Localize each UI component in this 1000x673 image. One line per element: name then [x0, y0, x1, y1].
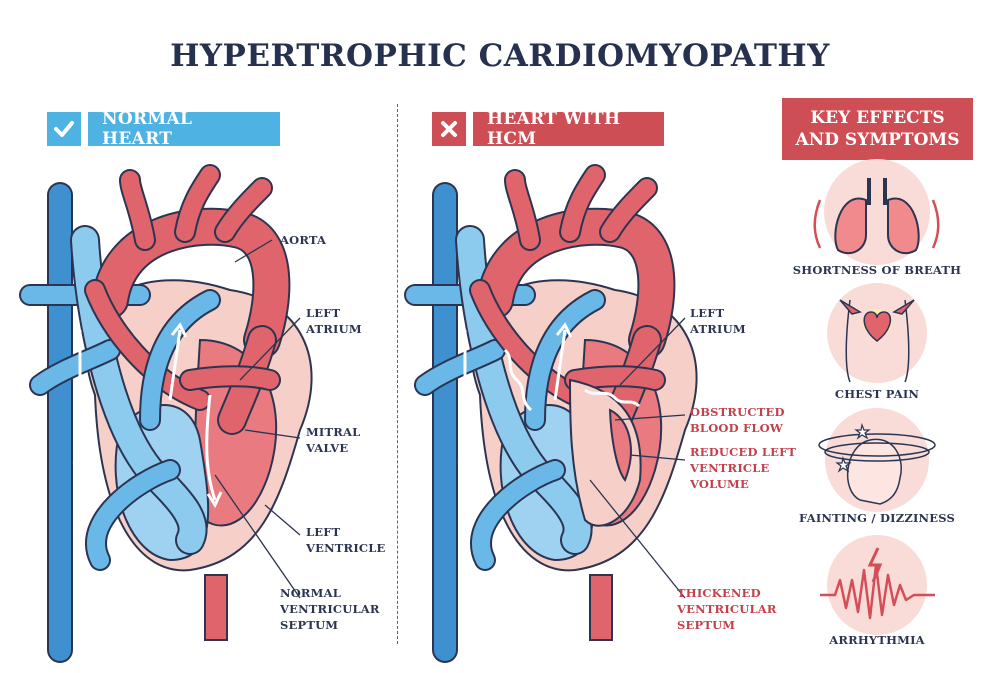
symptom-label-chest-pain: CHEST PAIN	[834, 387, 920, 401]
normal-septum-label-line3: SEPTUM	[280, 618, 339, 632]
hcm-left-atrium-label-line1: LEFT	[690, 306, 725, 320]
symptom-label-dizziness: FAINTING / DIZZINESS	[799, 511, 955, 525]
key-effects-heading-line1: KEY EFFECTS	[810, 108, 945, 128]
normal-heart-badge: NORMAL HEART	[88, 109, 280, 149]
reduced-volume-label-line1: REDUCED LEFT	[690, 445, 797, 459]
panel-divider	[397, 104, 398, 644]
symptom-label-breath: SHORTNESS OF BREATH	[792, 263, 962, 277]
normal-septum-label-line2: VENTRICULAR	[280, 602, 380, 616]
thickened-septum-label-line1: THICKENED	[677, 586, 761, 600]
key-effects-heading: KEY EFFECTS AND SYMPTOMS	[782, 98, 973, 160]
aorta-label: AORTA	[280, 233, 327, 247]
thickened-septum-label-line2: VENTRICULAR	[677, 602, 777, 616]
obstructed-flow-label: OBSTRUCTED BLOOD FLOW	[690, 404, 785, 436]
reduced-volume-label: REDUCED LEFT VENTRICLE VOLUME	[690, 444, 796, 492]
chest-pain-icon	[827, 283, 927, 383]
mitral-valve-label: MITRAL VALVE	[306, 424, 360, 456]
hcm-left-atrium-label-line2: ATRIUM	[690, 322, 746, 336]
dizziness-icon	[818, 408, 936, 512]
left-atrium-label-line2: ATRIUM	[306, 322, 362, 336]
cross-icon	[432, 112, 466, 146]
normal-septum-label-line1: NORMAL	[280, 586, 342, 600]
obstructed-flow-label-line2: BLOOD FLOW	[690, 421, 784, 435]
hcm-leader-lines	[589, 317, 686, 599]
reduced-volume-label-line3: VOLUME	[690, 477, 749, 491]
left-atrium-label: LEFT ATRIUM	[306, 305, 362, 337]
hcm-heart-diagram	[415, 175, 697, 650]
normal-septum-label: NORMAL VENTRICULAR SEPTUM	[280, 585, 380, 633]
hcm-heart-badge: HEART WITH HCM	[473, 109, 664, 149]
reduced-volume-label-line2: VENTRICLE	[690, 461, 770, 475]
left-ventricle-label-line2: VENTRICLE	[306, 541, 386, 555]
thickened-septum-label: THICKENED VENTRICULAR SEPTUM	[677, 585, 777, 633]
arrhythmia-icon	[820, 535, 935, 635]
symptom-label-arrhythmia: ARRHYTHMIA	[829, 633, 925, 647]
left-ventricle-label: LEFT VENTRICLE	[306, 524, 386, 556]
page-title: HYPERTROPHIC CARDIOMYOPATHY	[170, 38, 830, 74]
hcm-left-atrium-label: LEFT ATRIUM	[690, 305, 746, 337]
left-atrium-label-line1: LEFT	[306, 306, 341, 320]
obstructed-flow-label-line1: OBSTRUCTED	[690, 405, 785, 419]
normal-heart-diagram	[30, 175, 312, 650]
mitral-valve-label-line1: MITRAL	[306, 425, 361, 439]
check-icon	[47, 112, 81, 146]
thickened-septum-label-line3: SEPTUM	[677, 618, 736, 632]
mitral-valve-label-line2: VALVE	[306, 441, 349, 455]
left-ventricle-label-line1: LEFT	[306, 525, 341, 539]
key-effects-heading-line2: AND SYMPTOMS	[795, 130, 960, 150]
lungs-icon	[813, 159, 940, 265]
normal-leader-lines	[214, 239, 301, 599]
